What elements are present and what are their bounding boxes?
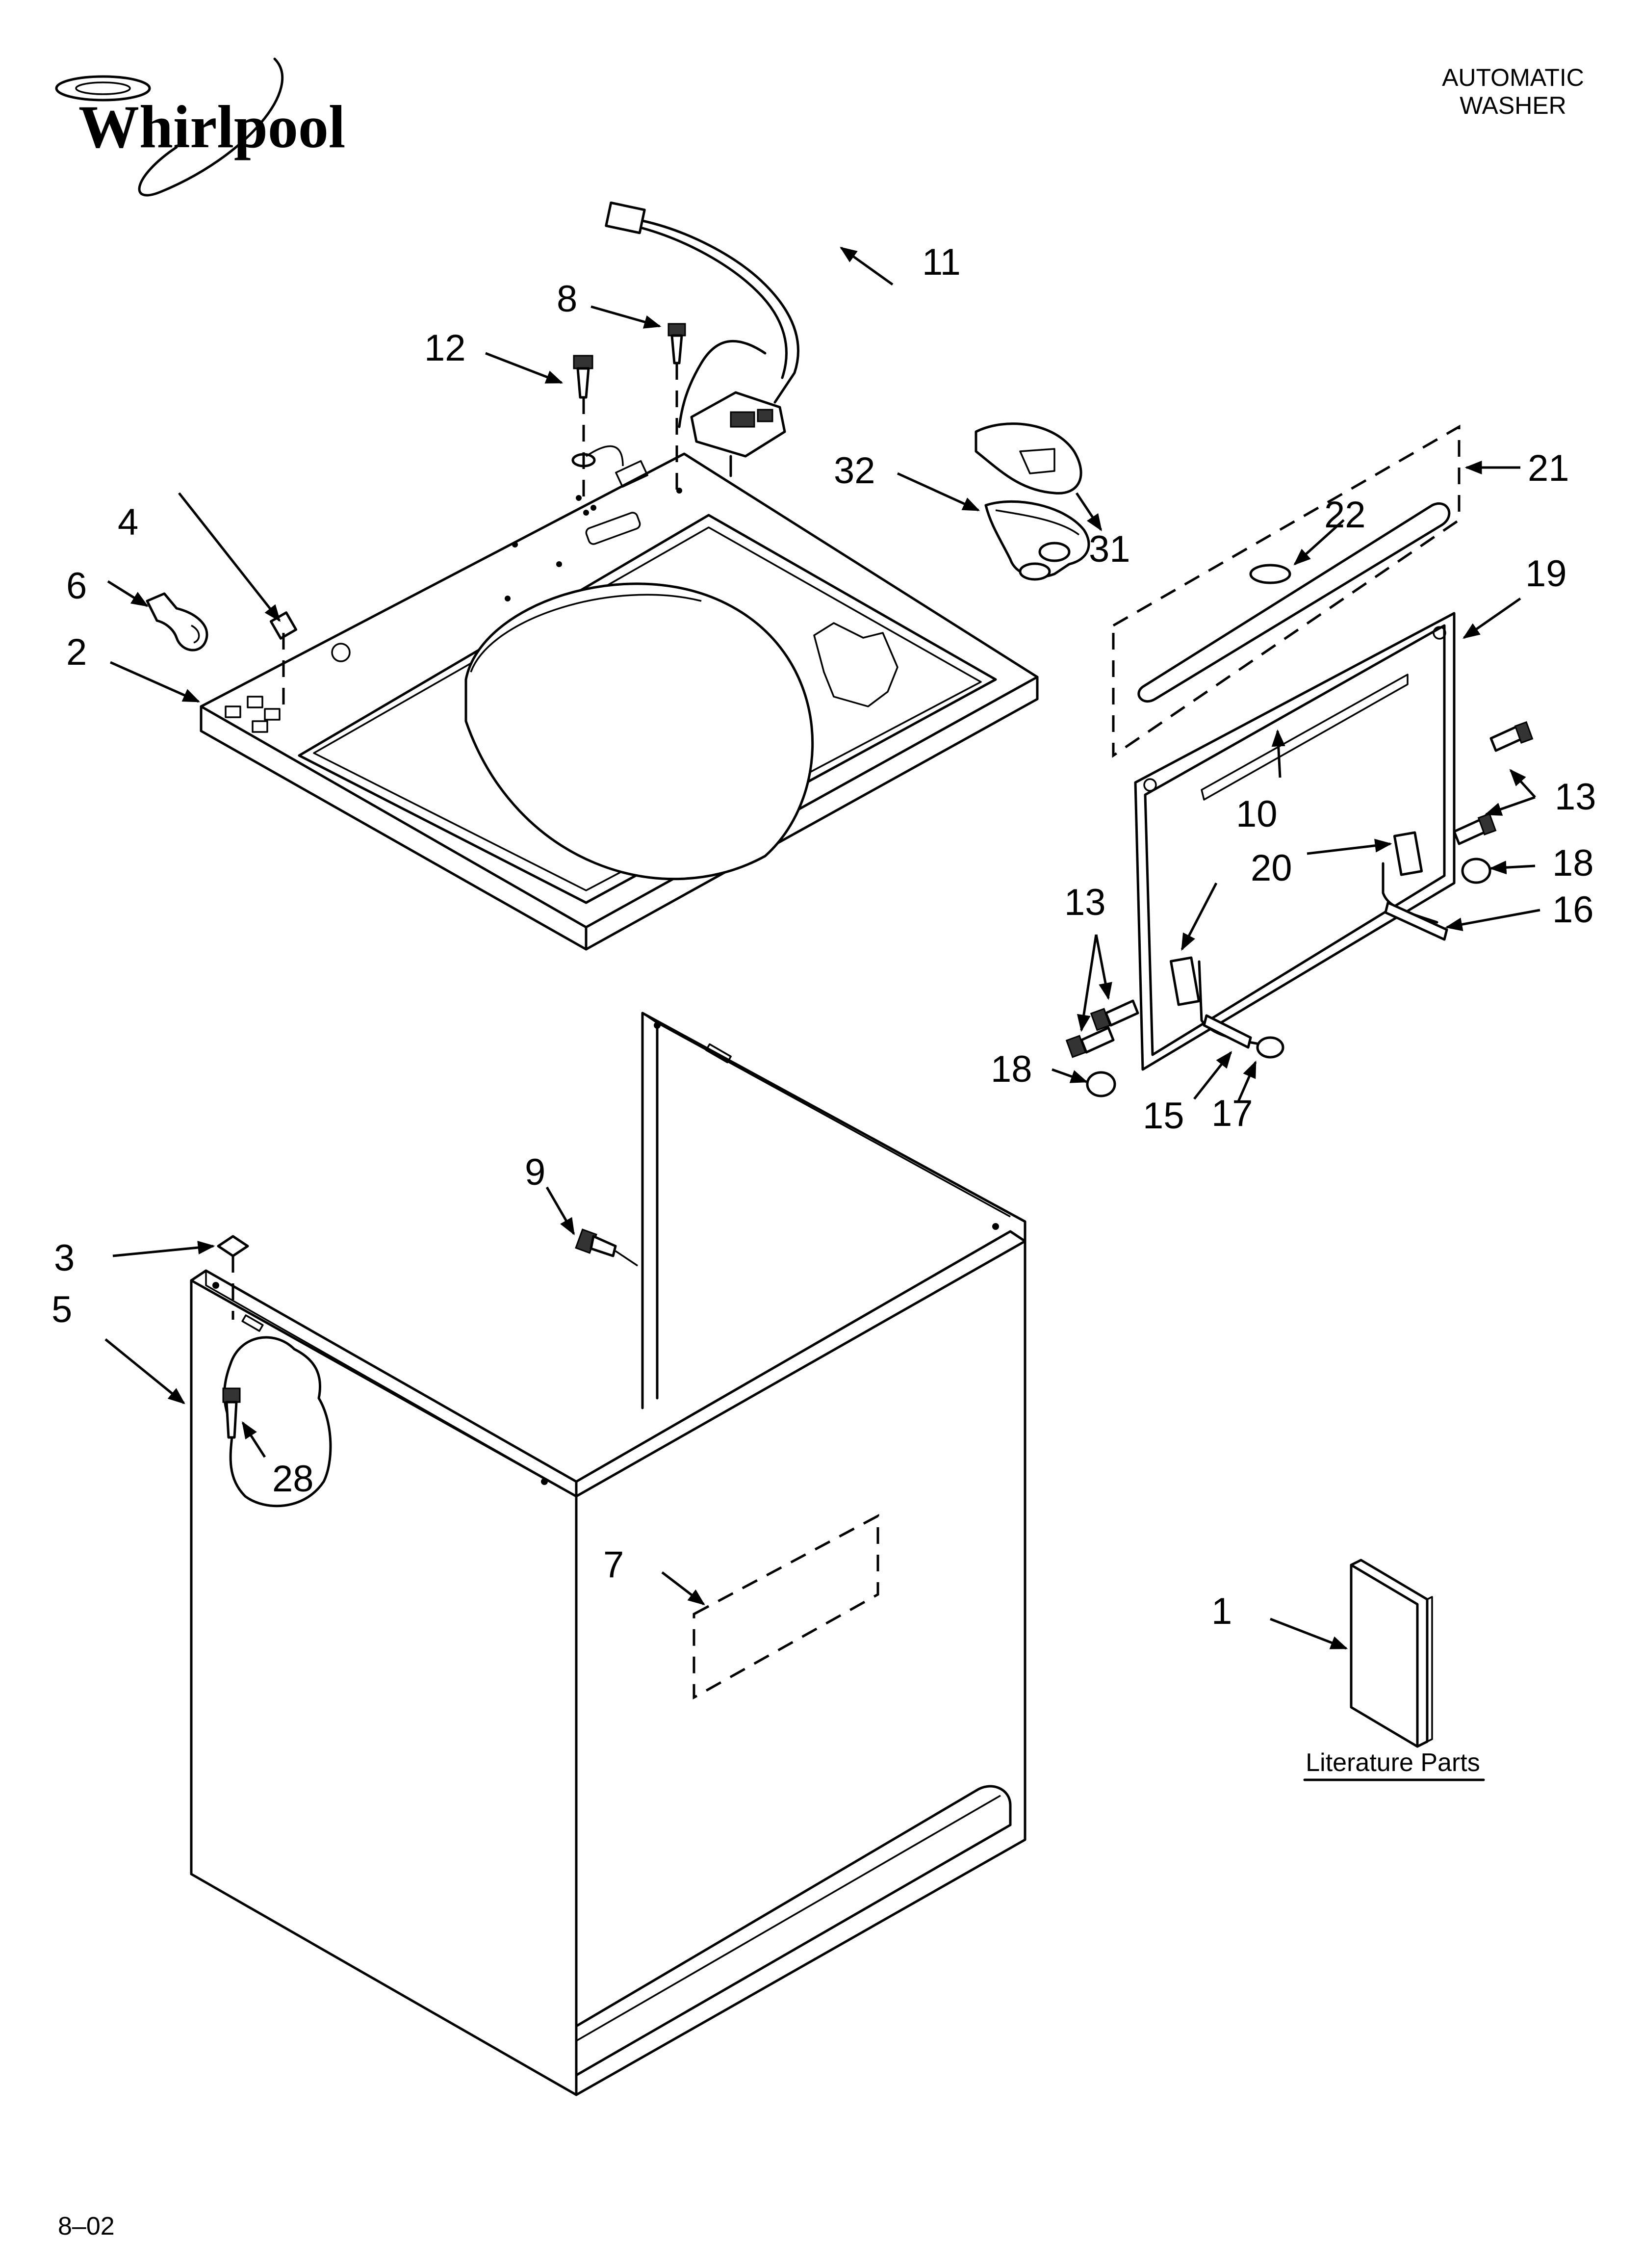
- clip-6: [146, 592, 208, 652]
- callout-10: 10: [1236, 793, 1278, 835]
- screw-28: [222, 1387, 241, 1439]
- callout-16: 16: [1552, 889, 1594, 931]
- screw-9: [575, 1228, 638, 1267]
- screws-13-left: [1065, 999, 1139, 1058]
- logo-swoosh: [138, 57, 284, 197]
- top-cutout: [813, 622, 898, 707]
- logo-swirl-ring: [55, 75, 151, 102]
- callout-1: 1: [1211, 1590, 1232, 1632]
- lid-bumper-22: [1249, 564, 1291, 584]
- callout-7: 7: [603, 1544, 624, 1586]
- callout-5: 5: [51, 1289, 72, 1330]
- header-line-2: WASHER: [1460, 92, 1566, 119]
- callout-17: 17: [1211, 1093, 1253, 1134]
- callout-18-right: 18: [1552, 842, 1594, 884]
- callout-2: 2: [66, 631, 87, 673]
- dispenser-cup-32: [984, 500, 1090, 581]
- callout-3: 3: [54, 1237, 75, 1279]
- callout-15: 15: [1143, 1095, 1184, 1137]
- washer-top-panel: [200, 452, 1039, 951]
- literature-booklet: [1350, 1559, 1433, 1748]
- callout-32: 32: [834, 450, 875, 492]
- hinge-pin-16: [1384, 901, 1448, 941]
- hinge-cap-17: [1256, 1036, 1284, 1059]
- hinge-pin-15: [1203, 1014, 1252, 1049]
- screw-8: [667, 323, 686, 495]
- callout-20: 20: [1251, 847, 1292, 889]
- callout-13-left: 13: [1064, 882, 1106, 923]
- clip-3: [217, 1235, 249, 1320]
- whirlpool-logo: Whirlpool: [55, 57, 345, 197]
- callout-8: 8: [557, 278, 577, 320]
- lid-switch-harness: [605, 201, 799, 477]
- screw-12: [571, 355, 624, 505]
- logo-swirl-inner: [75, 81, 131, 95]
- callout-28: 28: [272, 1458, 314, 1500]
- callout-labels: 11 8 12 32 31 21 22 19 10 13 20 18 16 13…: [51, 241, 1596, 1632]
- callout-4: 4: [118, 501, 138, 543]
- header-line-1: AUTOMATIC: [1442, 64, 1584, 91]
- screws-13-right: [1453, 721, 1534, 845]
- lid-opening: [464, 582, 814, 881]
- callout-18-left: 18: [991, 1048, 1032, 1090]
- logo-text: Whirlpool: [78, 93, 345, 160]
- callout-12: 12: [424, 327, 466, 369]
- callout-22: 22: [1324, 494, 1366, 536]
- nut-18-right: [1461, 858, 1491, 884]
- lid-handle-22: [1137, 502, 1451, 703]
- callout-19: 19: [1525, 553, 1567, 595]
- callout-13-right: 13: [1555, 776, 1596, 818]
- callout-6: 6: [66, 565, 87, 607]
- footer-code: 8–02: [58, 2212, 115, 2241]
- callout-11: 11: [922, 241, 961, 283]
- callout-21: 21: [1528, 447, 1569, 489]
- dispenser-cup-31: [975, 422, 1082, 495]
- literature-parts-label: Literature Parts: [1306, 1748, 1480, 1777]
- callout-31: 31: [1089, 528, 1130, 570]
- top-slot: [585, 512, 641, 545]
- leader-arrows: [104, 246, 1540, 1650]
- washer-lid-19: [1134, 612, 1456, 1071]
- washer-cabinet: [190, 1012, 1026, 2096]
- nut-18-left: [1086, 1071, 1116, 1097]
- label-area-7: [693, 1513, 879, 1700]
- callout-9: 9: [525, 1151, 545, 1193]
